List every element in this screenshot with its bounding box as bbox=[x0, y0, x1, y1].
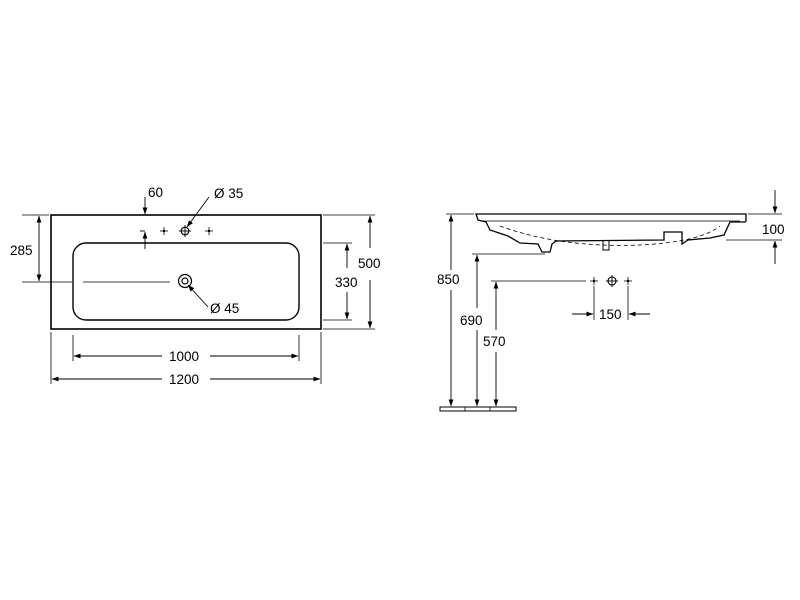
basin-profile bbox=[475, 213, 747, 253]
dim-150-label: 150 bbox=[599, 307, 622, 322]
dim-690-label: 690 bbox=[460, 313, 483, 328]
basin-outline bbox=[50, 214, 322, 330]
dim-100: 100 bbox=[726, 190, 785, 264]
dim-150: 150 bbox=[572, 286, 650, 322]
side-tap-hole-center-icon bbox=[606, 275, 618, 287]
side-tap-hole-left-icon bbox=[590, 277, 598, 285]
bowl-outline bbox=[72, 242, 300, 321]
dim-60-label: 60 bbox=[148, 185, 163, 200]
dim-850: 850 bbox=[437, 213, 474, 407]
top-view: 60 Ø 35 Ø 45 285 500 bbox=[10, 185, 381, 387]
dim-285-label: 285 bbox=[10, 243, 33, 258]
dim-570-label: 570 bbox=[483, 334, 506, 349]
dim-1200-label: 1200 bbox=[169, 372, 199, 387]
dim-850-label: 850 bbox=[437, 272, 460, 287]
dim-100-label: 100 bbox=[762, 222, 785, 237]
dim-60: 60 bbox=[140, 185, 163, 249]
dim-330: 330 bbox=[323, 242, 358, 321]
dim-690: 690 bbox=[460, 253, 545, 407]
tap-hole-left-icon bbox=[160, 227, 168, 235]
floor bbox=[439, 406, 517, 412]
dim-330-label: 330 bbox=[335, 275, 358, 290]
side-tap-hole-right-icon bbox=[624, 277, 632, 285]
dim-1000: 1000 bbox=[72, 335, 300, 364]
dim-1200: 1200 bbox=[50, 332, 322, 387]
dim-hole-35: Ø 35 bbox=[186, 186, 243, 228]
dim-570: 570 bbox=[483, 280, 586, 407]
dim-285: 285 bbox=[10, 214, 72, 283]
dim-hole-35-label: Ø 35 bbox=[214, 186, 243, 201]
dim-drain-45: Ø 45 bbox=[187, 284, 239, 316]
dim-drain-45-label: Ø 45 bbox=[210, 301, 239, 316]
drain-icon bbox=[177, 273, 193, 289]
tap-hole-center-icon bbox=[179, 225, 191, 237]
dim-500-label: 500 bbox=[358, 256, 381, 271]
dim-500: 500 bbox=[323, 214, 381, 330]
dim-1000-label: 1000 bbox=[169, 349, 199, 364]
side-view: 100 850 690 570 150 bbox=[437, 190, 785, 412]
tap-hole-right-icon bbox=[205, 227, 213, 235]
